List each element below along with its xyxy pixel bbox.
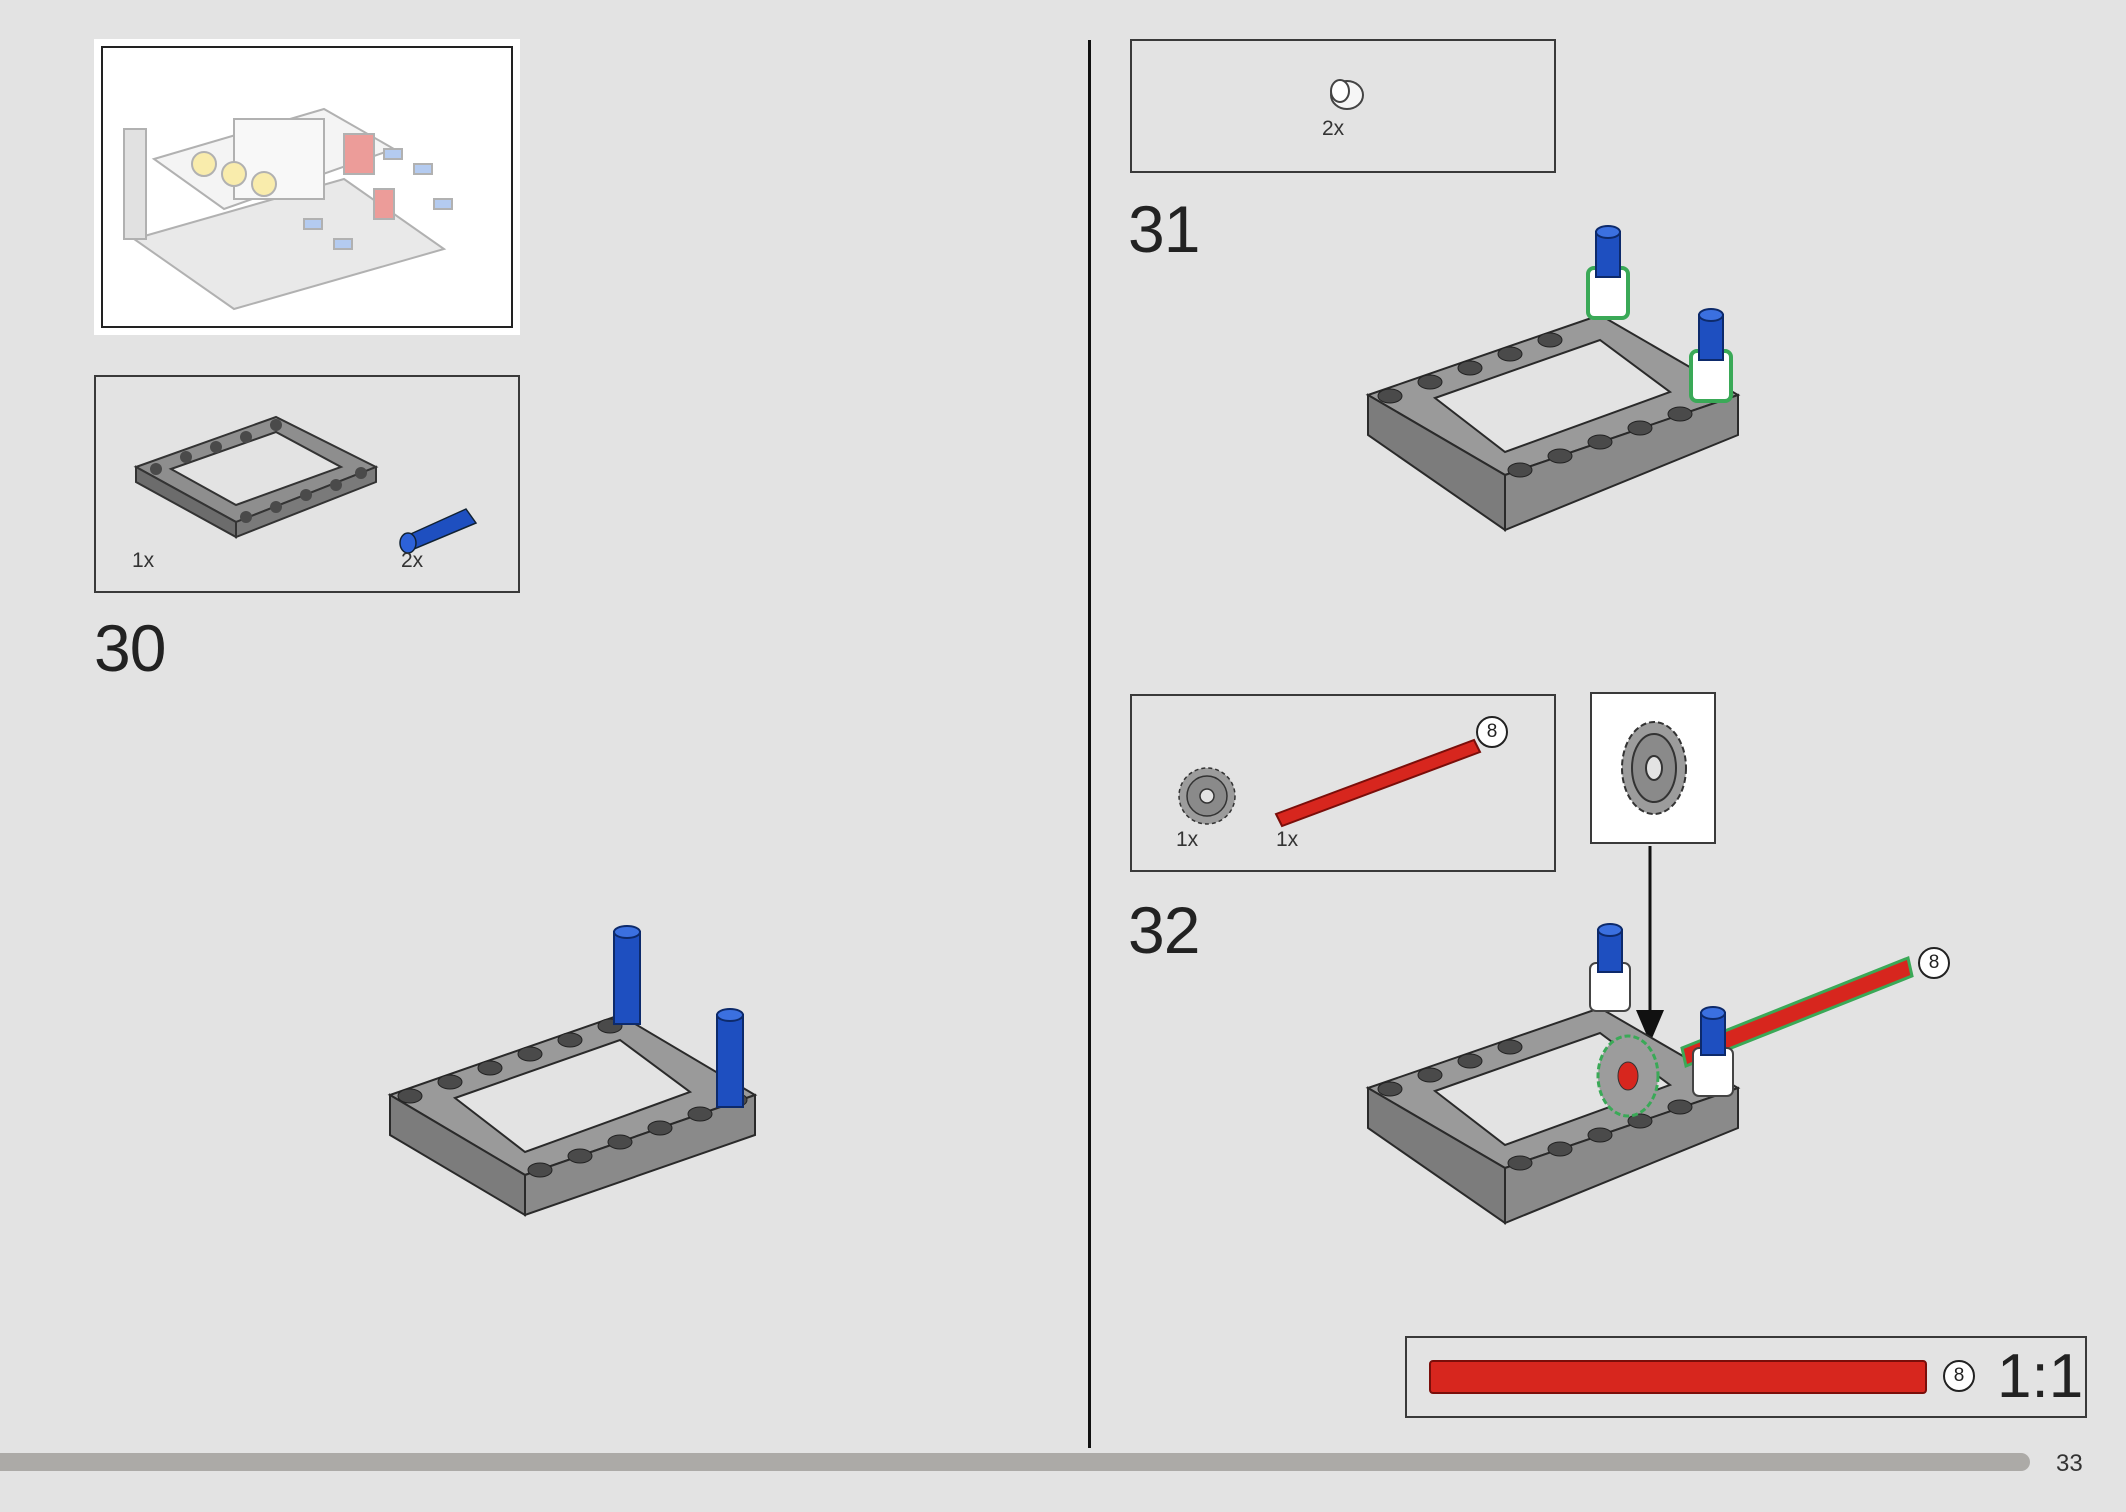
scale-ruler-box: 8 1:1 [1405, 1336, 2087, 1418]
step31-parts-box: 2x [1130, 39, 1556, 173]
ruler-length-badge: 8 [1943, 1360, 1975, 1392]
overview-model-image [123, 107, 453, 311]
gear-callout-icon [1621, 721, 1687, 815]
blue-pin-part-icon [399, 508, 478, 554]
axle-ruler-bar [1429, 1360, 1927, 1394]
step32-parts-box: 8 1x 1x [1130, 694, 1556, 872]
progress-bar-track [0, 1453, 2030, 1471]
gear-qty: 1x [1176, 828, 1199, 851]
page-divider [1088, 40, 1091, 1448]
frame-qty: 1x [132, 549, 155, 572]
blue-pin-qty: 2x [401, 549, 424, 572]
axle-callout-length-badge: 8 [1918, 947, 1950, 979]
overview-thumbnail [94, 39, 520, 335]
axle-qty: 1x [1276, 828, 1299, 851]
step30-model-image [387, 925, 758, 1217]
bush-part-icon [1330, 79, 1364, 110]
scale-label: 1:1 [1997, 1342, 2084, 1411]
progress-bar-fill [0, 1453, 2030, 1471]
axle-part-icon [1274, 738, 1482, 828]
step30-parts-box: 1x 2x [94, 375, 520, 593]
axle-length-badge: 8 [1476, 716, 1508, 748]
frame-part-icon [133, 415, 379, 539]
gear-part-icon [1178, 767, 1236, 825]
page-number: 33 [2056, 1450, 2083, 1477]
step31-model-image [1365, 225, 1741, 532]
step-number-32: 32 [1128, 893, 1200, 967]
bush-qty: 2x [1322, 117, 1345, 140]
gear-callout-box [1590, 692, 1716, 844]
step-number-31: 31 [1128, 192, 1200, 266]
step-number-30: 30 [94, 611, 166, 685]
step32-model-image [1365, 846, 1914, 1225]
